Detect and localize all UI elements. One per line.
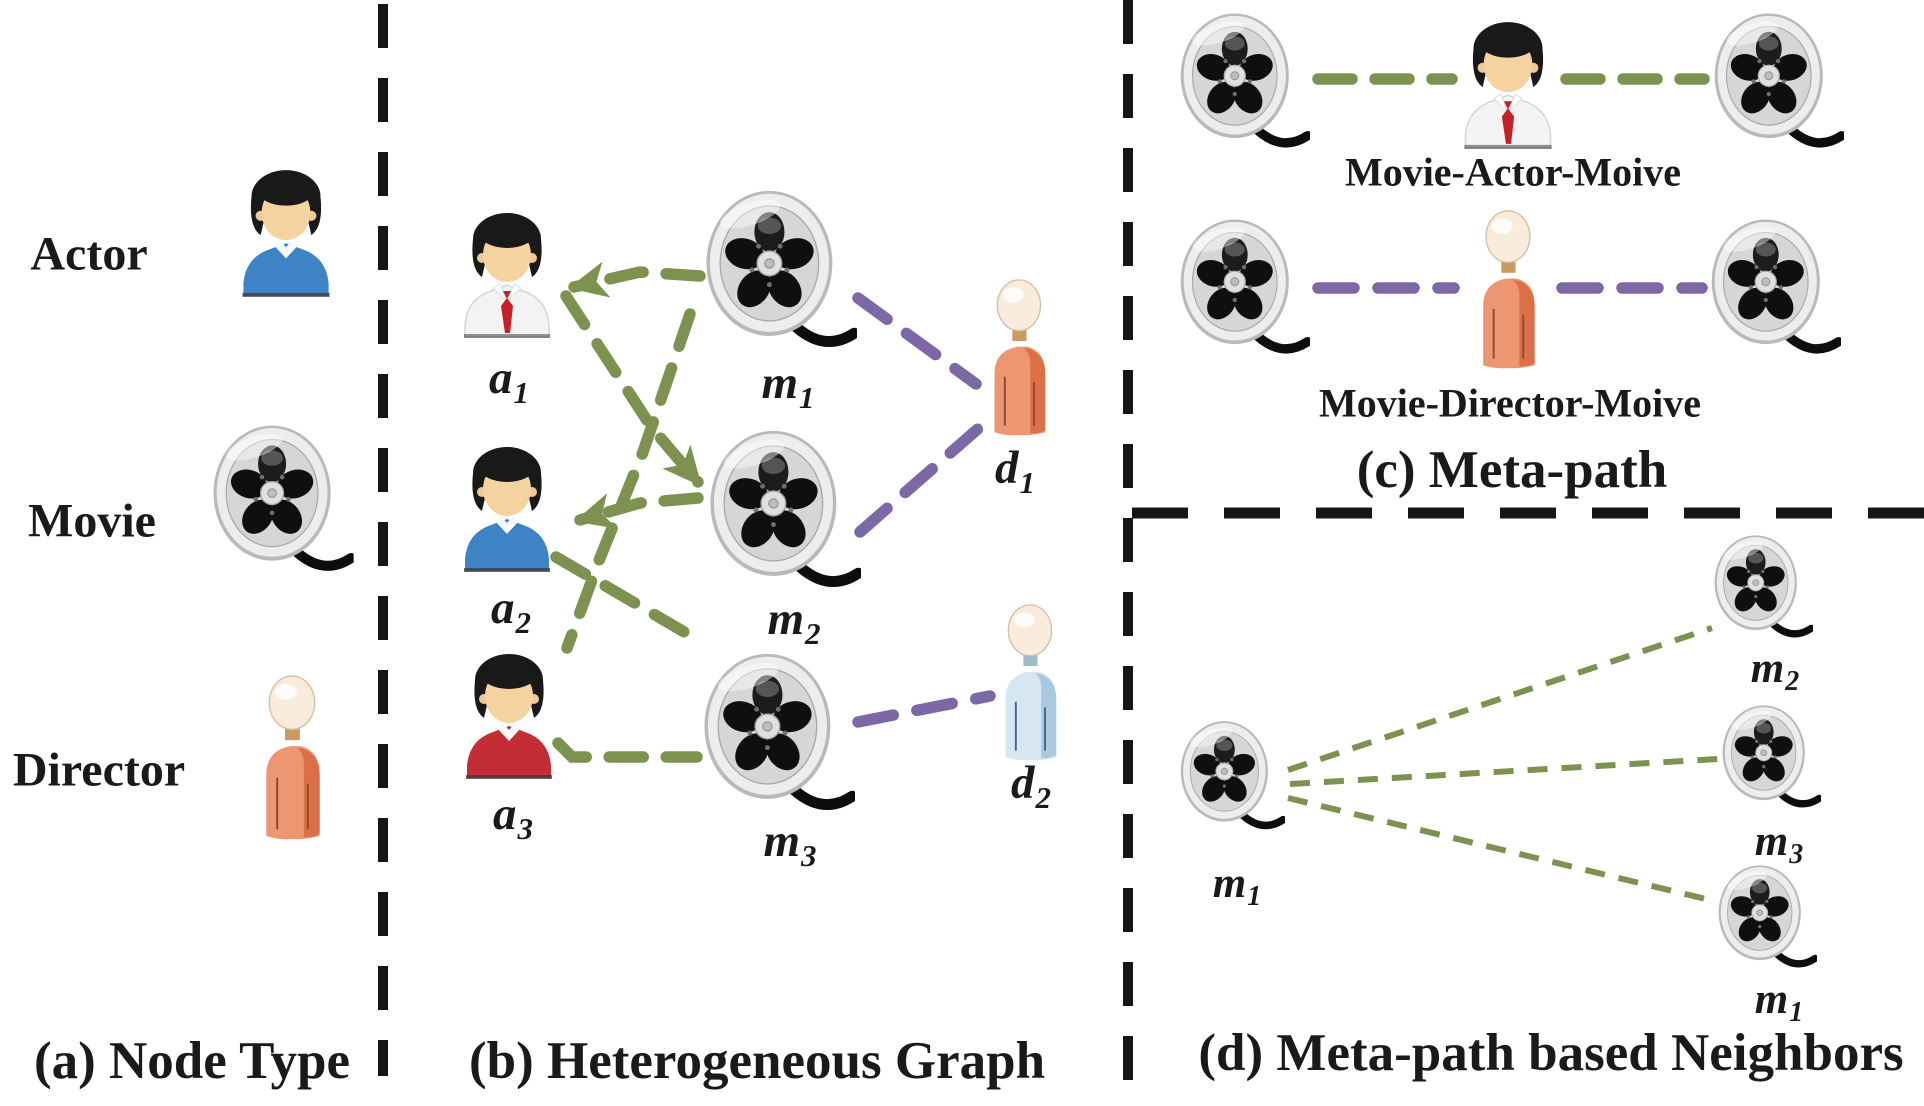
director-blue-icon <box>982 602 1076 762</box>
film-reel-icon <box>699 650 855 822</box>
node-a3 <box>459 644 559 782</box>
actor-redtie-icon <box>457 203 557 341</box>
edge-m1-neighbor-m1 <box>1287 795 1715 904</box>
metapath-label-mam: Movie-Actor-Moive <box>1344 149 1682 195</box>
edge-m1-a1 <box>568 261 706 298</box>
mdm-director <box>1458 208 1556 370</box>
edge-m2-a2 <box>574 492 704 529</box>
edge-a1-m2 <box>560 290 704 488</box>
neighbor-node-m3 <box>1719 702 1821 816</box>
mam-movie-left <box>1176 10 1310 158</box>
film-reel-icon <box>1176 216 1310 364</box>
node-label-neighbor-m1: m1 <box>1754 976 1804 1028</box>
metapath-label-mdm: Movie-Director-Moive <box>1318 380 1702 426</box>
node-m1 <box>701 187 857 359</box>
legend-actor <box>234 160 338 300</box>
film-reel-icon <box>705 427 861 599</box>
neighbor-node-m2 <box>1711 532 1813 646</box>
actor-red-icon <box>459 644 559 782</box>
legend-movie <box>208 423 354 581</box>
mdm-movie-left <box>1176 216 1310 364</box>
node-d2 <box>982 602 1076 762</box>
node-label-neighbor-m3: m3 <box>1754 818 1804 870</box>
node-label-d1: d1 <box>995 442 1035 500</box>
node-m2 <box>705 427 861 599</box>
edge-m2-d1 <box>854 414 994 538</box>
film-reel-icon <box>1707 216 1841 364</box>
caption-panel-a: (a) Node Type <box>33 1032 351 1090</box>
caption-panel-b: (b) Heterogeneous Graph <box>468 1032 1046 1090</box>
film-reel-icon <box>1715 862 1817 976</box>
film-reel-icon <box>1719 702 1821 816</box>
film-reel-icon <box>1177 718 1285 838</box>
node-label-a2: a2 <box>491 582 531 640</box>
node-label-d2: d2 <box>1011 757 1051 815</box>
caption-panel-c: (c) Meta-path <box>1356 441 1668 499</box>
legend-director <box>241 673 341 841</box>
edge-m1-neighbor-m3 <box>1289 756 1719 787</box>
film-reel-icon <box>1711 532 1813 646</box>
film-reel-icon <box>701 187 857 359</box>
node-m3 <box>699 650 855 822</box>
actor-redtie-icon <box>1457 12 1559 152</box>
node-label-m3: m3 <box>763 815 817 873</box>
node-label-a1: a1 <box>489 352 529 410</box>
neighbor-node-m1 <box>1715 862 1817 976</box>
node-label-a3: a3 <box>493 788 533 846</box>
edge-m1-a3 <box>561 308 696 654</box>
edge-m1-neighbor-m2 <box>1287 625 1713 773</box>
edge-a2-m3 <box>550 551 704 646</box>
director-orange-icon <box>241 673 341 841</box>
mam-actor <box>1457 12 1559 152</box>
edge-m3-d2 <box>852 690 996 728</box>
neighbor-hub-m1 <box>1177 718 1285 838</box>
film-reel-icon <box>208 423 354 581</box>
edge-m1-d1 <box>852 292 982 390</box>
legend-label-director: Director <box>12 743 186 797</box>
node-label-neighbor-m2: m2 <box>1750 645 1800 697</box>
node-a2 <box>457 437 557 575</box>
mam-movie-right <box>1710 10 1844 158</box>
director-orange-icon <box>971 277 1065 437</box>
node-d1 <box>971 277 1065 437</box>
legend-label-movie: Movie <box>28 494 156 548</box>
director-orange-icon <box>1458 208 1556 370</box>
legend-label-actor: Actor <box>30 227 148 281</box>
actor-blue-icon <box>234 160 338 300</box>
node-label-m1: m1 <box>761 357 815 415</box>
film-reel-icon <box>1176 10 1310 158</box>
film-reel-icon <box>1710 10 1844 158</box>
actor-blue-icon <box>457 437 557 575</box>
node-a1 <box>457 203 557 341</box>
node-label-m2: m2 <box>767 593 821 651</box>
caption-panel-d: (d) Meta-path based Neighbors <box>1198 1024 1904 1082</box>
edge-a3-m3 <box>552 737 703 763</box>
mdm-movie-right <box>1707 216 1841 364</box>
node-label-hub-m1: m1 <box>1212 860 1262 912</box>
